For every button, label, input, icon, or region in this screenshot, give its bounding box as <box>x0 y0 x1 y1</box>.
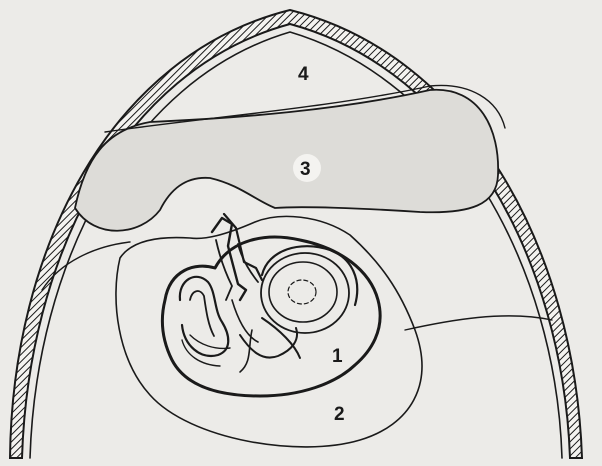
yolk-stalk <box>232 300 258 342</box>
egg-shell <box>10 10 582 458</box>
label-2: 2 <box>334 404 345 425</box>
embryo-head-inner <box>269 262 337 322</box>
embryo-limb <box>190 291 214 336</box>
inner-membrane-right <box>405 316 552 330</box>
label-1: 1 <box>332 346 343 367</box>
embryo-eye <box>288 280 316 304</box>
label-3: 3 <box>300 159 311 180</box>
label-4: 4 <box>298 64 309 85</box>
embryo-head-outer <box>261 253 349 333</box>
embryo-foot <box>262 318 300 358</box>
amnion-fold <box>190 335 230 348</box>
allantois-stalk <box>212 218 246 300</box>
